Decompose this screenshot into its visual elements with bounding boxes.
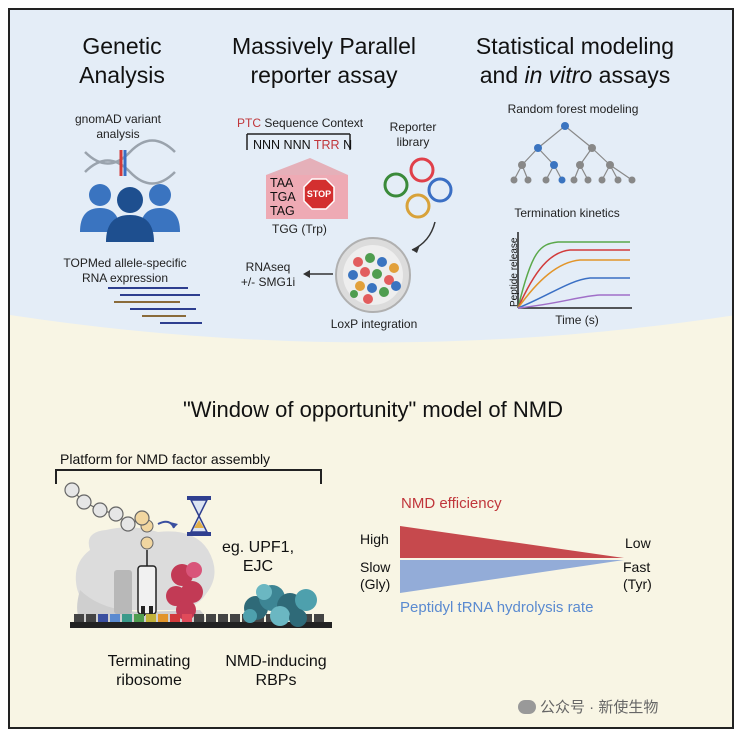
sequence-context: NNN NNN TRR N xyxy=(253,138,353,152)
tgg-control-label: TGG (Trp) xyxy=(272,222,327,236)
hydrolysis-rate-wedge xyxy=(400,560,624,593)
expression-lines xyxy=(108,287,202,324)
hydrolysis-rate-label: Peptidyl tRNA hydrolysis rate xyxy=(400,599,594,616)
stop-sign-label: STOP xyxy=(306,189,332,199)
nmd-factors-label: eg. UPF1, EJC xyxy=(221,539,295,575)
platform-label: Platform for NMD factor assembly xyxy=(60,451,271,467)
hourglass-icon xyxy=(187,496,211,536)
figure-artwork xyxy=(10,10,732,727)
ptc-context-label: PTC Sequence Context xyxy=(237,116,364,130)
model-title: "Window of opportunity" model of NMD xyxy=(183,397,563,422)
mpra-title: Massively Parallel reporter assay xyxy=(231,33,417,88)
high-label: High xyxy=(360,531,389,547)
nmd-rbps-label: NMD-inducing RBPs xyxy=(225,653,327,689)
fast-tyr-label: Fast (Tyr) xyxy=(623,559,652,592)
wechat-icon xyxy=(518,700,536,714)
topmed-label: TOPMed allele-specific RNA expression xyxy=(63,256,187,285)
rnaseq-label: RNAseq +/- SMG1i xyxy=(240,260,296,289)
loxp-label: LoxP integration xyxy=(330,317,418,331)
rbp-complex-icon xyxy=(243,584,317,627)
gnomad-label: gnomAD variant analysis xyxy=(74,112,162,141)
codon-callout xyxy=(266,158,348,175)
plasmid-library-icon xyxy=(383,157,453,219)
genetic-analysis-title: Genetic Analysis xyxy=(79,33,165,88)
sequence-bracket xyxy=(246,133,351,150)
modeling-title: Statistical modeling and in vitro assays xyxy=(475,33,675,88)
watermark: 公众号 · 新使生物 xyxy=(518,696,658,717)
figure-frame: Genetic Analysis Massively Parallel repo… xyxy=(8,8,734,729)
top-panel-background xyxy=(10,10,732,343)
nmd-efficiency-wedge xyxy=(400,526,624,558)
slow-gly-label: Slow (Gly) xyxy=(360,559,391,592)
stop-codon-list: TAA TGA TAG xyxy=(270,176,296,218)
cell-dish-icon xyxy=(335,237,411,313)
release-factor-icon xyxy=(166,562,203,620)
termination-kinetics-label: Termination kinetics xyxy=(514,206,620,220)
kinetics-plot xyxy=(517,232,632,309)
reporter-library-label: Reporter library xyxy=(389,120,437,149)
random-forest-label: Random forest modeling xyxy=(507,102,639,116)
platform-bracket xyxy=(55,469,322,484)
time-axis-label: Time (s) xyxy=(555,313,599,327)
people-group-icon xyxy=(80,184,180,242)
low-label: Low xyxy=(625,535,651,551)
peptide-release-axis-label: Peptide release xyxy=(509,237,520,308)
dna-helix-icon xyxy=(84,139,176,185)
peptide-chain-icon xyxy=(64,482,150,532)
nmd-efficiency-label: NMD efficiency xyxy=(401,495,502,512)
terminating-ribosome-label: Terminating ribosome xyxy=(107,653,191,689)
stop-sign-icon xyxy=(303,178,335,210)
